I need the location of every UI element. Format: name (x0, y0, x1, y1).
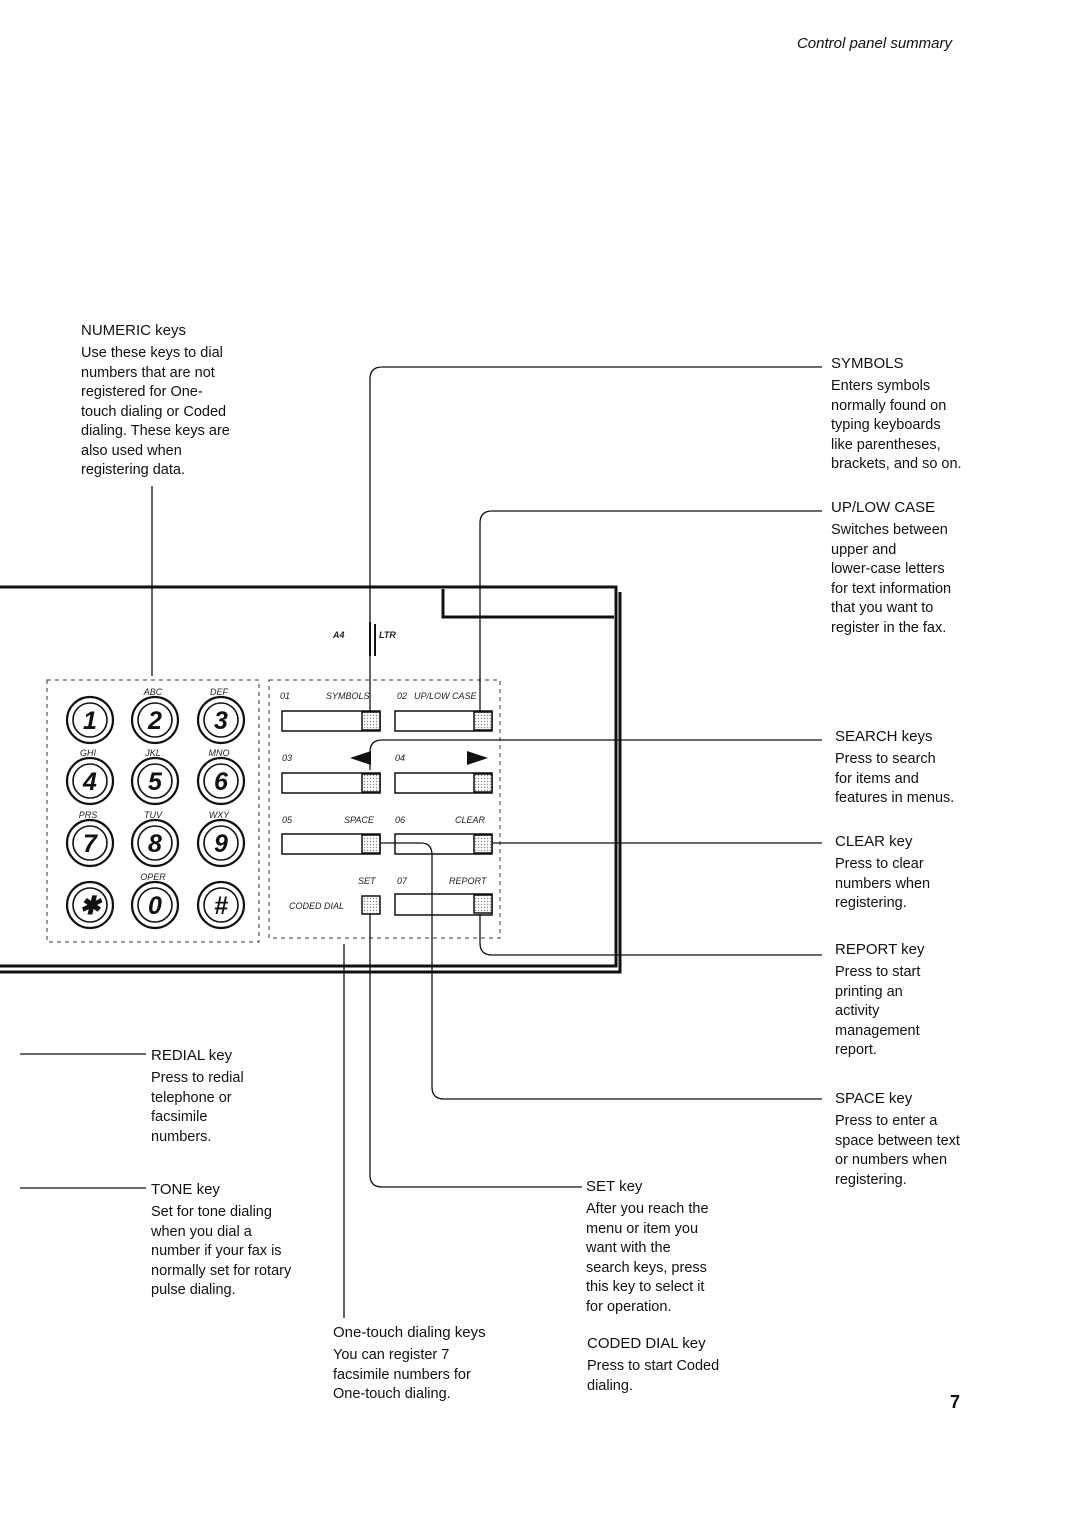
callout-desc: Press to redial telephone or facsimile n… (151, 1070, 244, 1145)
keypad-digit: 3 (214, 707, 228, 735)
keypad-letters: PRS (79, 810, 98, 820)
arrow-right-icon (467, 751, 488, 765)
paper-a4-label: A4 (332, 630, 345, 640)
keypad-key-0[interactable]: 1 (65, 695, 115, 745)
keypad-letters: JKL (144, 748, 161, 758)
key-set-coded-dial[interactable] (361, 895, 381, 915)
callout-desc: Switches between upper and lower-case le… (831, 522, 952, 636)
keypad-letters: GHI (80, 748, 97, 758)
callout-title: One-touch dialing keys (333, 1324, 486, 1341)
keypad-digit: # (214, 892, 228, 920)
callout-space: SPACE key Press to enter a space between… (835, 1089, 1035, 1190)
keypad-digit: 1 (83, 707, 97, 735)
callout-coded-dial: CODED DIAL key Press to start Coded dial… (587, 1334, 767, 1396)
callout-desc: Press to enter a space between text or n… (835, 1113, 960, 1188)
arrow-left-icon (350, 751, 371, 765)
label-02: 02 (397, 691, 407, 701)
function-group-border (268, 679, 501, 939)
running-header: Control panel summary (796, 35, 952, 52)
callout-desc: Use these keys to dial numbers that are … (81, 345, 230, 478)
keypad-key-5[interactable]: 6 MNO (196, 748, 246, 806)
label-05: 05 (282, 815, 293, 825)
keypad-key-8[interactable]: 9 WXY (196, 810, 246, 868)
device-outline (0, 585, 622, 974)
callout-report: REPORT key Press to start printing an ac… (835, 940, 1035, 1061)
label-report: REPORT (449, 876, 488, 886)
callout-numeric: NUMERIC keys Use these keys to dial numb… (81, 321, 281, 481)
keypad-key-2[interactable]: 3 DEF (196, 687, 246, 745)
keypad-key-9[interactable]: ✱ (65, 880, 115, 930)
callout-title: REPORT key (835, 941, 925, 958)
function-keys (281, 710, 493, 916)
keypad-digit: ✱ (80, 892, 103, 920)
keypad-letters: WXY (209, 810, 230, 820)
callout-desc: Press to start printing an activity mana… (835, 964, 921, 1058)
callout-title: NUMERIC keys (81, 322, 187, 339)
keypad-key-3[interactable]: 4 GHI (65, 748, 115, 806)
label-space: SPACE (344, 815, 375, 825)
keypad-key-4[interactable]: 5 JKL (130, 748, 180, 806)
label-06: 06 (395, 815, 405, 825)
label-uplow: UP/LOW CASE (414, 691, 478, 701)
callout-title: TONE key (151, 1181, 220, 1198)
keypad-key-6[interactable]: 7 PRS (65, 810, 115, 868)
callout-desc: Press to start Coded dialing. (587, 1358, 720, 1394)
keypad-digit: 2 (147, 707, 162, 735)
callout-search: SEARCH keys Press to search for items an… (835, 727, 1035, 809)
callout-title: SET key (586, 1178, 643, 1195)
paper-ltr-label: LTR (379, 630, 396, 640)
label-03: 03 (282, 753, 292, 763)
keypad-letters: TUV (144, 810, 163, 820)
callout-title: SYMBOLS (831, 355, 904, 372)
callout-redial: REDIAL key Press to redial telephone or … (151, 1046, 321, 1147)
keypad-digit: 9 (214, 830, 228, 858)
keypad-digit: 7 (83, 830, 98, 858)
callout-title: SEARCH keys (835, 728, 933, 745)
key-02-led (473, 711, 493, 731)
callout-title: UP/LOW CASE (831, 499, 936, 516)
keypad-letters: DEF (210, 687, 229, 697)
keypad-letters: MNO (209, 748, 230, 758)
keypad-digit: 6 (214, 768, 229, 796)
callout-symbols: SYMBOLS Enters symbols normally found on… (831, 354, 1031, 475)
keypad-key-7[interactable]: 8 TUV (130, 810, 180, 868)
callout-clear: CLEAR key Press to clear numbers when re… (835, 832, 1035, 914)
callout-desc: Press to search for items and features i… (835, 751, 955, 806)
label-set: SET (358, 876, 377, 886)
keypad-key-10[interactable]: 0 OPER (130, 872, 180, 930)
page-number: 7 (950, 1392, 961, 1412)
keypad-key-1[interactable]: 2 ABC (130, 687, 180, 745)
label-04: 04 (395, 753, 405, 763)
leader-lines (20, 366, 822, 1318)
callout-desc: After you reach the menu or item you wan… (586, 1201, 709, 1315)
callout-title: SPACE key (835, 1090, 913, 1107)
keypad-digit: 8 (148, 830, 162, 858)
keypad-letters: ABC (143, 687, 163, 697)
keypad-letters: OPER (140, 872, 166, 882)
key-01-led (361, 711, 381, 731)
keypad-key-11[interactable]: # (196, 880, 246, 930)
keypad-digit: 5 (148, 768, 163, 796)
numeric-keypad: 1 2 ABC 3 DEF 4 GHI 5 JKL 6 MNO 7 PRS 8 TUV 9 WXY ✱ 0 OPER # (65, 687, 246, 930)
label-01: 01 (280, 691, 290, 701)
callout-onetouch: One-touch dialing keys You can register … (333, 1323, 533, 1405)
callout-tone: TONE key Set for tone dialing when you d… (151, 1180, 336, 1301)
callout-desc: Press to clear numbers when registering. (835, 856, 931, 911)
keypad-digit: 4 (82, 768, 97, 796)
callout-uplow: UP/LOW CASE Switches between upper and l… (831, 498, 1031, 638)
callout-desc: You can register 7 facsimile numbers for… (333, 1347, 471, 1402)
callout-desc: Enters symbols normally found on typing … (831, 378, 962, 472)
label-07: 07 (397, 876, 408, 886)
callout-set: SET key After you reach the menu or item… (586, 1177, 766, 1317)
keypad-group-border (46, 679, 260, 943)
callout-desc: Set for tone dialing when you dial a num… (151, 1204, 292, 1298)
callout-title: CODED DIAL key (587, 1335, 706, 1352)
label-clear: CLEAR (455, 815, 486, 825)
label-coded-dial: CODED DIAL (289, 901, 344, 911)
callout-title: CLEAR key (835, 833, 913, 850)
keypad-digit: 0 (148, 892, 162, 920)
callout-title: REDIAL key (151, 1047, 233, 1064)
label-symbols: SYMBOLS (326, 691, 370, 701)
